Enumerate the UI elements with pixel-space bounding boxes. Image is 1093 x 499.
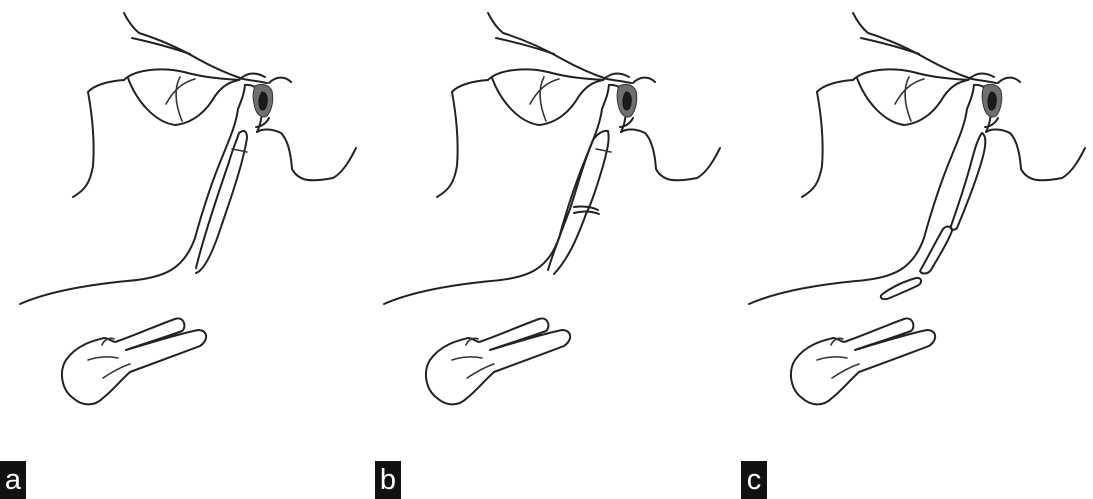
anatomy-drawing [20,13,356,404]
panel-label-c: c [741,461,767,499]
illustration-b [364,0,728,499]
anatomy-drawing [384,13,720,404]
illustration-c [729,0,1093,499]
panel-label-a: a [0,461,26,499]
illustration-a [0,0,364,499]
panel-a: a [0,0,364,499]
panel-b: b [364,0,728,499]
anatomy-drawing [749,13,1085,404]
panel-c: c [729,0,1093,499]
panel-label-b: b [375,461,401,499]
